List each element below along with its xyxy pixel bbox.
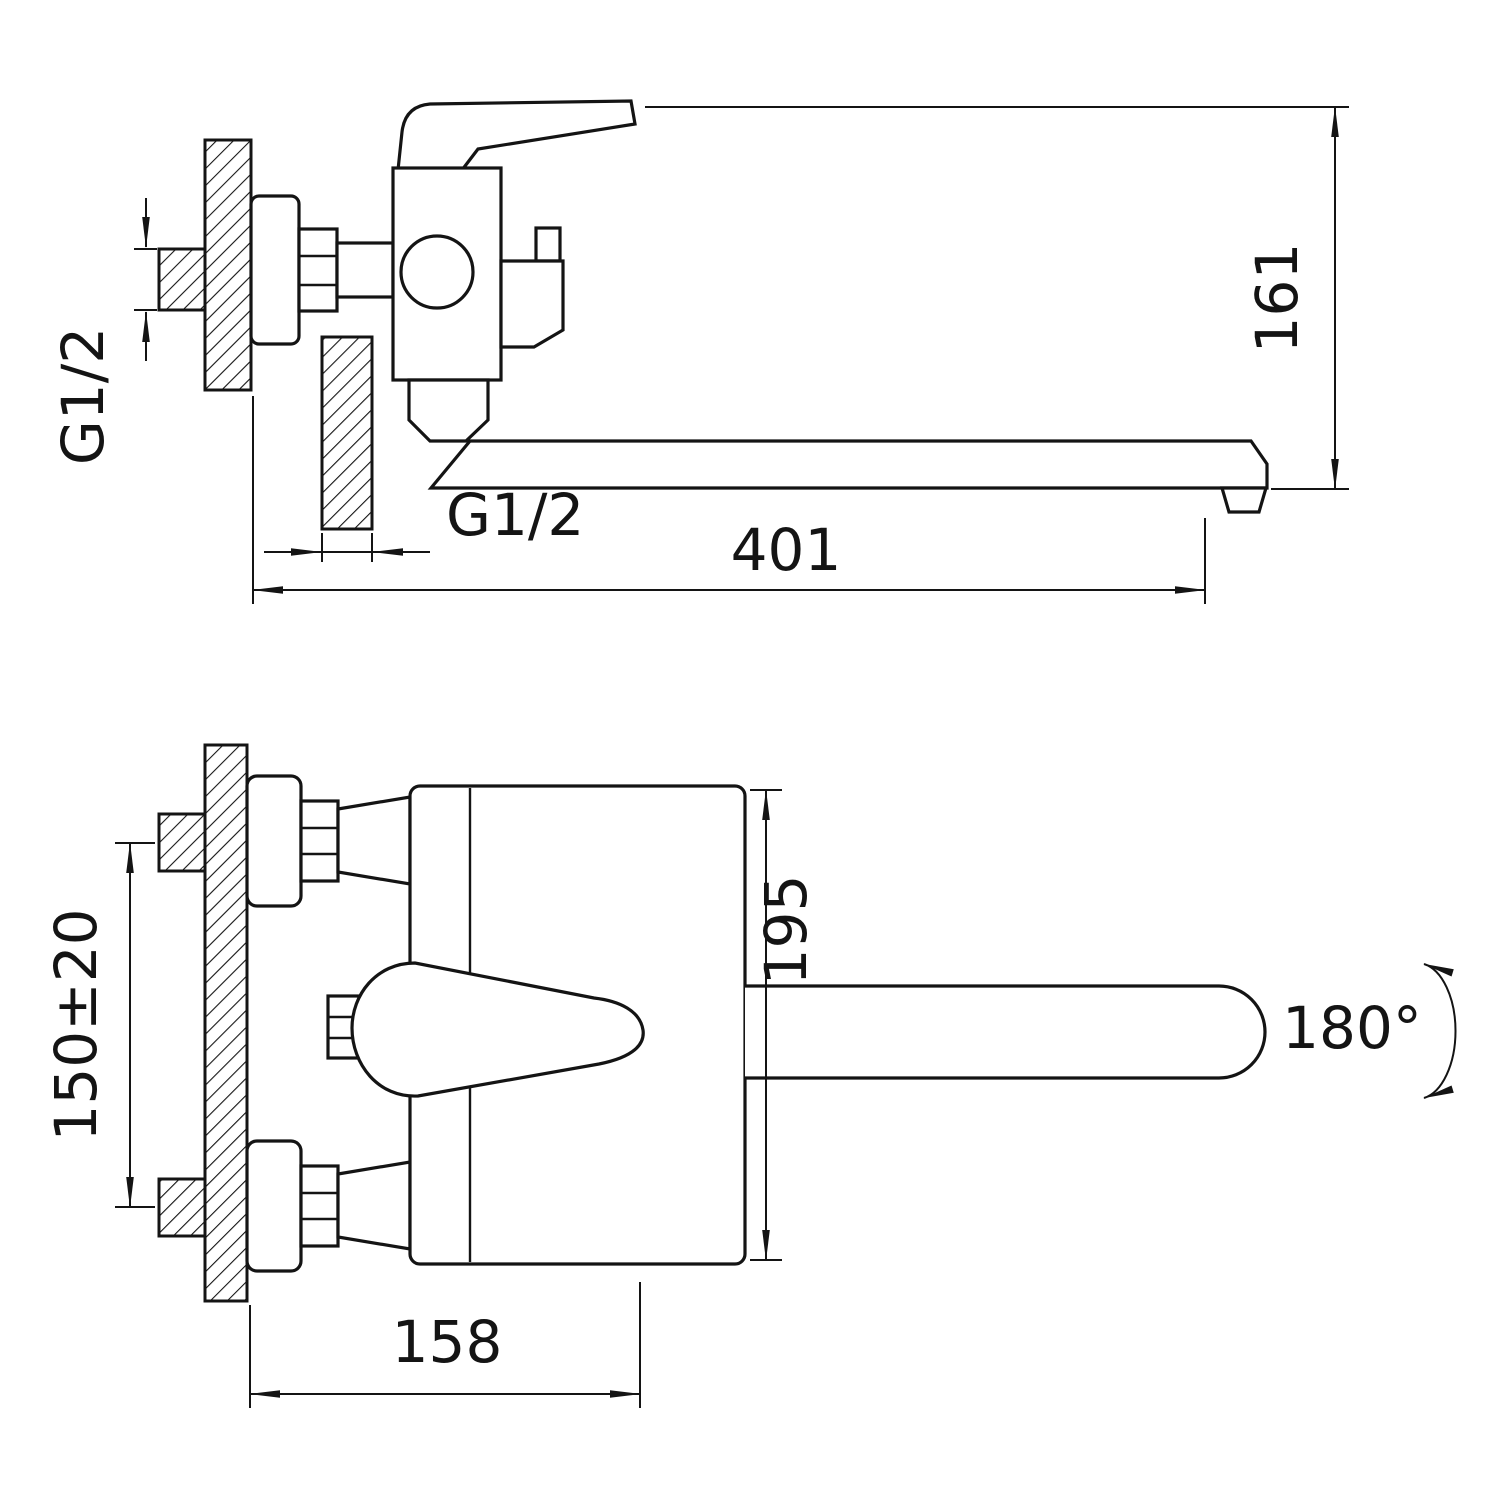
dim-body-height: 195	[750, 789, 820, 1261]
dim-height: 161	[645, 106, 1349, 490]
hex-nut-bottom	[299, 1164, 340, 1248]
dim-depth: 158	[249, 1282, 641, 1408]
wall-section-front	[203, 743, 249, 1303]
dim-inlet-thread: G1/2	[49, 198, 157, 465]
spout-front	[745, 984, 1267, 1080]
handle-lever-side	[396, 99, 637, 172]
hex-nut-top	[299, 799, 340, 883]
cartridge-circle	[399, 234, 475, 310]
connector-top	[336, 795, 412, 886]
connector-pipe-side	[335, 241, 395, 299]
front-view: 180° 150±20 195 158	[42, 743, 1457, 1408]
dim-lower-thread-label: G1/2	[446, 481, 584, 549]
diverter-housing	[499, 259, 565, 349]
escutcheon-side	[249, 194, 301, 346]
top-eccentric-section	[157, 812, 207, 873]
dim-lower-thread: G1/2	[264, 481, 584, 562]
hex-nut-side	[297, 227, 339, 313]
dim-inlet-thread-label: G1/2	[49, 327, 117, 465]
aerator	[1219, 486, 1269, 514]
dim-swivel: 180°	[1282, 963, 1457, 1099]
dim-length-label: 401	[731, 516, 842, 584]
dim-height-label: 161	[1243, 243, 1311, 354]
dim-length: 401	[252, 396, 1206, 604]
connector-bottom	[336, 1160, 412, 1251]
dim-depth-label: 158	[392, 1308, 503, 1376]
side-view: G1/2 G1/2 401 161	[49, 99, 1349, 604]
dim-body-height-label: 195	[752, 875, 820, 986]
bottom-eccentric-section	[157, 1177, 207, 1238]
dim-mount-spacing-label: 150±20	[42, 908, 110, 1141]
dim-swivel-label: 180°	[1282, 994, 1422, 1062]
inlet-pipe-section	[157, 247, 207, 312]
escutcheon-top	[245, 774, 303, 908]
spout-side	[427, 439, 1269, 490]
dim-mount-spacing: 150±20	[42, 842, 155, 1208]
lower-pipe-section	[320, 335, 374, 531]
wall-section	[203, 138, 253, 392]
diverter-knob	[534, 226, 562, 263]
escutcheon-bottom	[245, 1139, 303, 1273]
handle-front	[350, 961, 645, 1098]
spout-reducer	[407, 378, 490, 443]
